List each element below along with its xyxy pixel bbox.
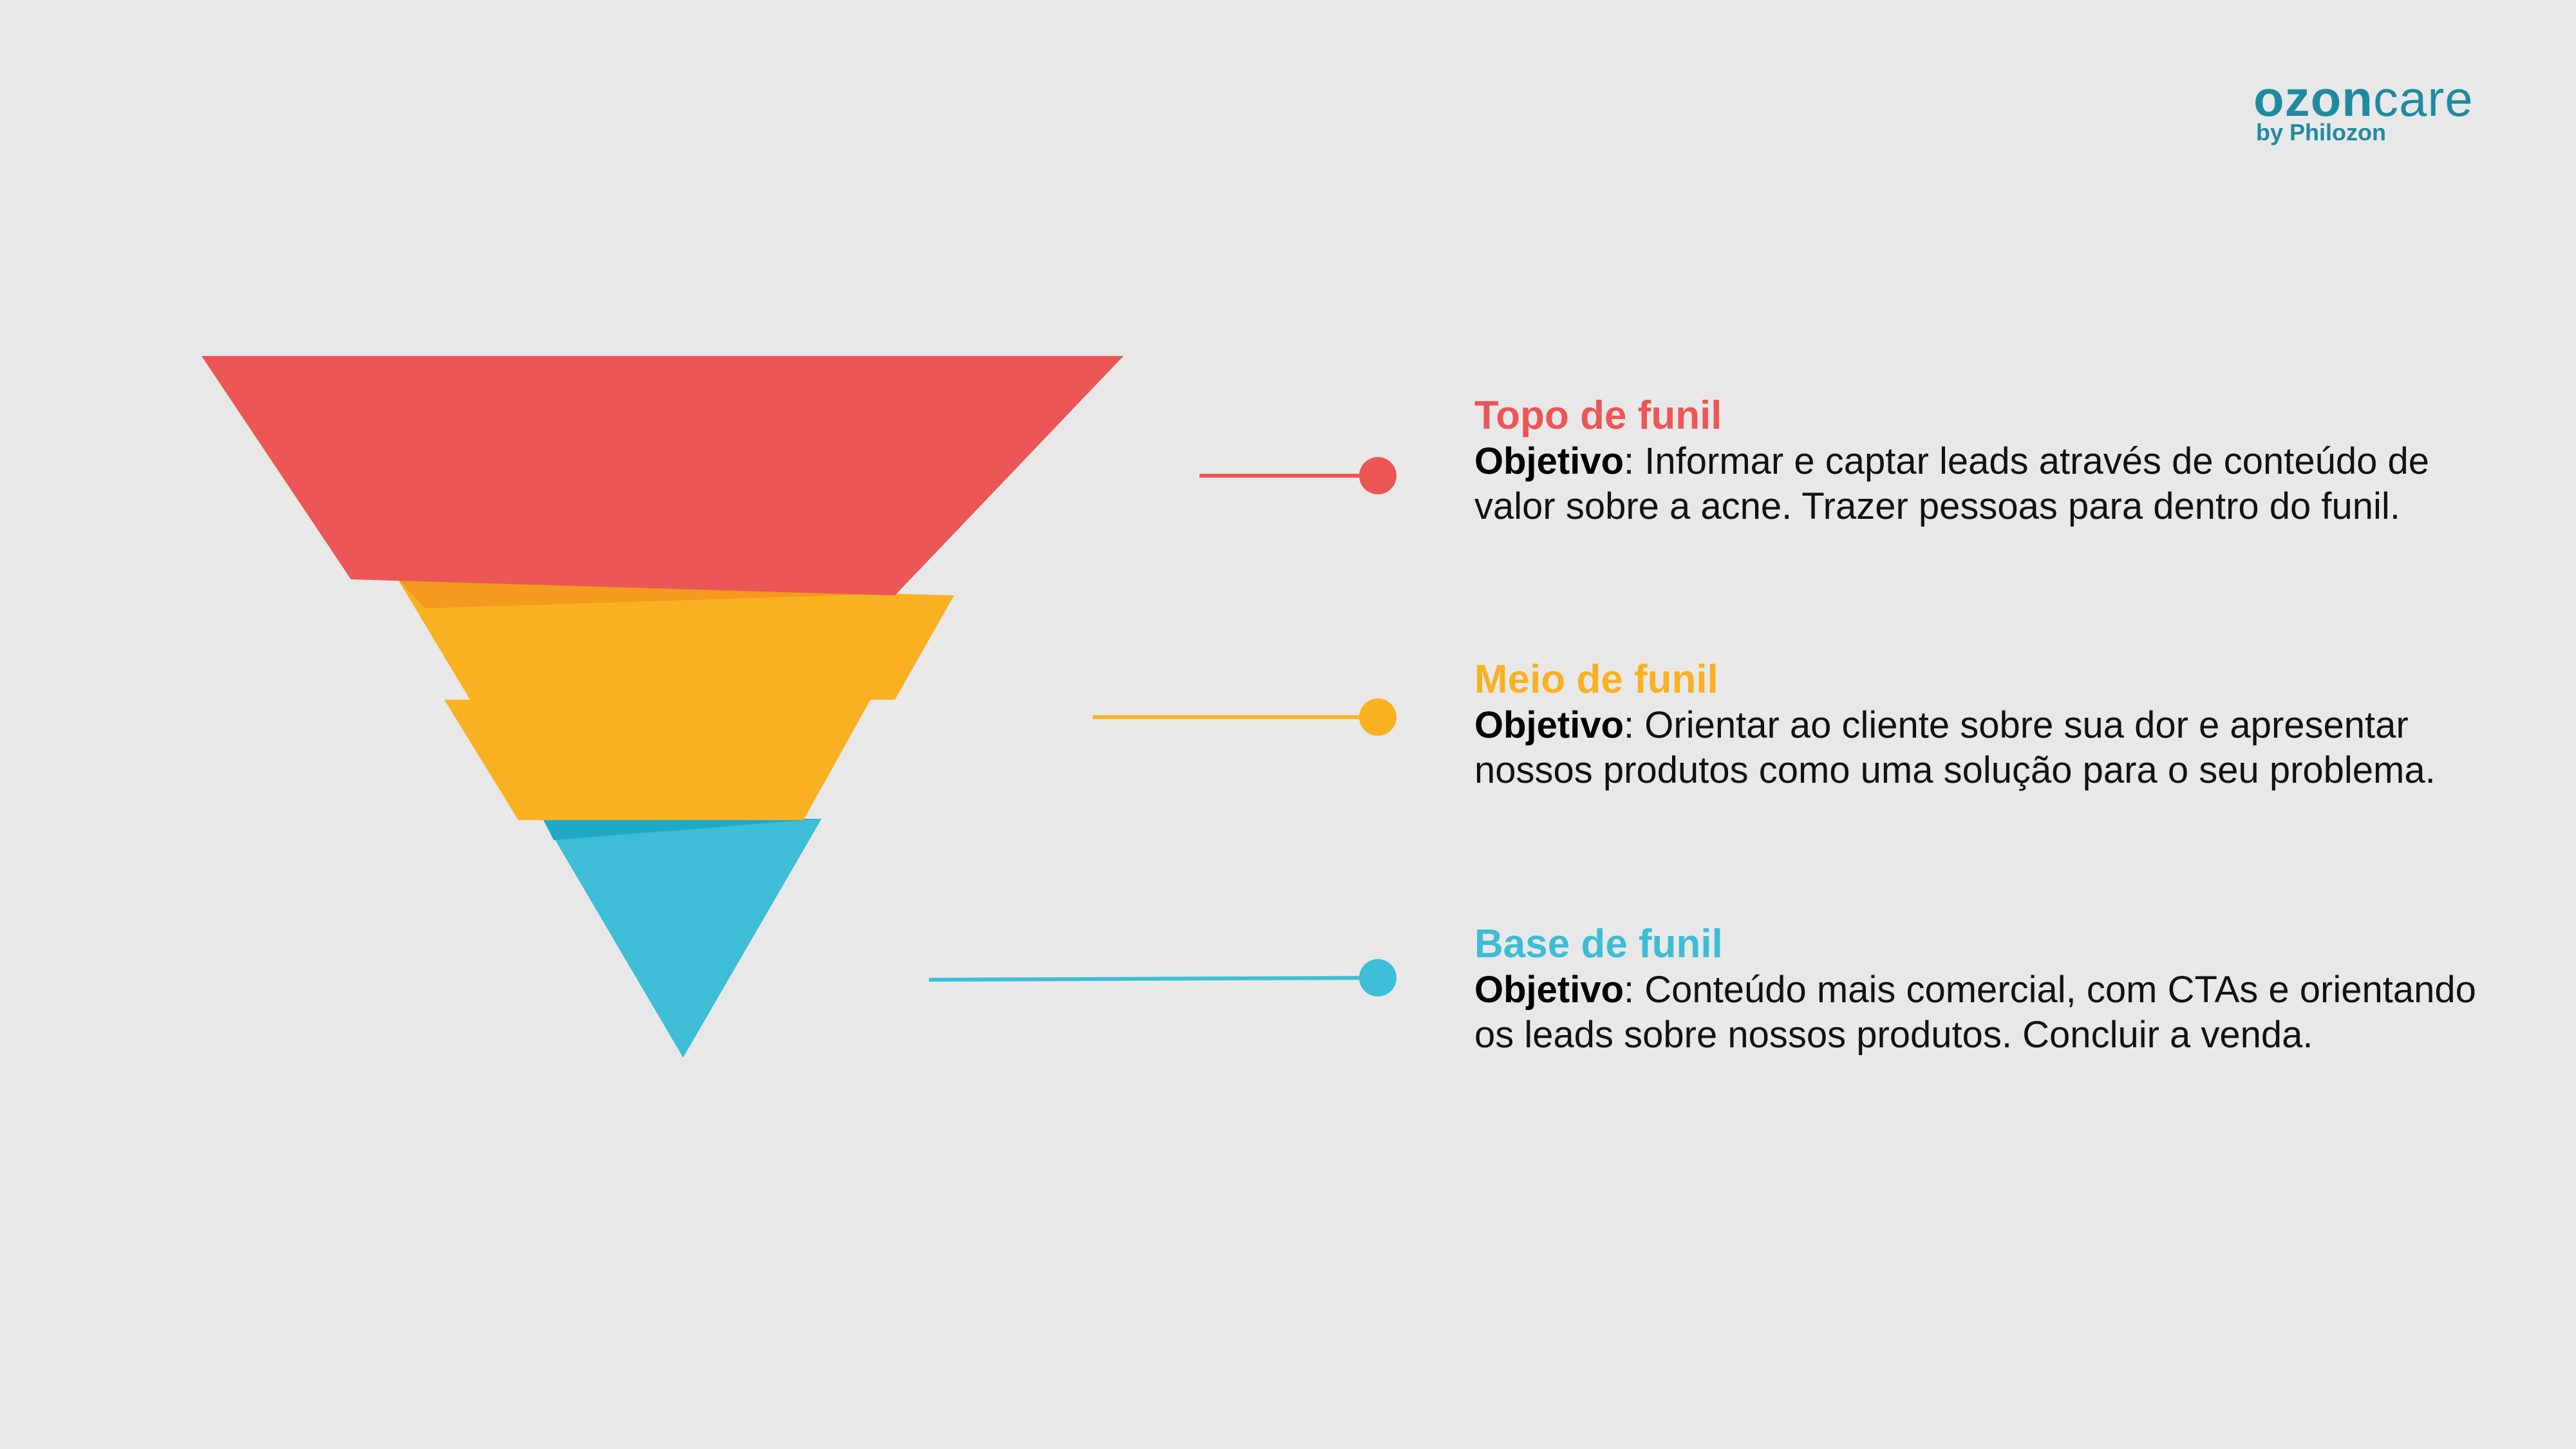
- middle-connector-dot: [1359, 698, 1396, 736]
- stage-base-label: Objetivo: [1474, 969, 1624, 1011]
- stage-middle-description: Objetivo: Orientar ao cliente sobre sua …: [1474, 703, 2479, 793]
- stage-middle-title: Meio de funil: [1474, 657, 1718, 702]
- stage-top-label: Objetivo: [1474, 440, 1624, 482]
- stage-middle: Meio de funil Objetivo: Orientar ao clie…: [1474, 657, 2479, 793]
- stage-base-text: : Conteúdo mais comercial, com CTAs e or…: [1474, 969, 2476, 1056]
- stage-base-description: Objetivo: Conteúdo mais comercial, com C…: [1474, 968, 2479, 1058]
- stage-top-title: Topo de funil: [1474, 393, 1722, 438]
- stage-base-title: Base de funil: [1474, 922, 1723, 966]
- logo-subtitle: by Philozon: [2256, 119, 2386, 145]
- base-connector-line: [928, 976, 1378, 982]
- funnel-base-segment: [543, 819, 822, 1058]
- funnel-middle-shade: [398, 579, 901, 608]
- logo-light-part: care: [2373, 70, 2474, 127]
- stage-top: Topo de funil Objetivo: Informar e capta…: [1474, 393, 2479, 529]
- top-connector-dot: [1359, 457, 1396, 494]
- stage-middle-text: : Orientar ao cliente sobre sua dor e ap…: [1474, 704, 2436, 791]
- funnel-top-segment: [202, 356, 1123, 595]
- stage-top-text: : Informar e captar leads através de con…: [1474, 440, 2429, 527]
- stage-base: Base de funil Objetivo: Conteúdo mais co…: [1474, 921, 2479, 1058]
- stage-top-description: Objetivo: Informar e captar leads atravé…: [1474, 439, 2479, 529]
- stage-middle-label: Objetivo: [1474, 704, 1624, 746]
- base-connector-dot: [1359, 959, 1396, 996]
- brand-logo: ozoncare by Philozon: [2253, 70, 2511, 153]
- funnel-base-shade: [543, 819, 822, 840]
- funnel-middle-segment: [398, 579, 954, 820]
- logo-bold-part: ozon: [2253, 70, 2373, 127]
- logo-wordmark: ozoncare: [2253, 70, 2474, 127]
